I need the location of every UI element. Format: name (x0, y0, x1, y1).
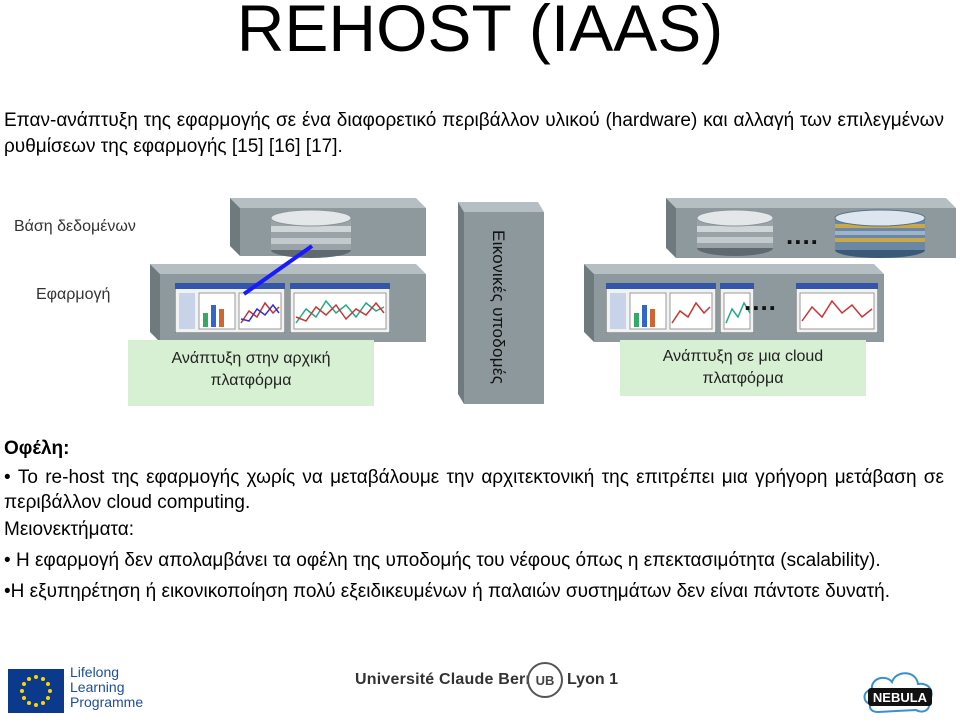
rehost-diagram: Βάση δεδομένων Εφαρμογή (0, 190, 960, 420)
app-window-icon (720, 283, 754, 333)
box-cloud-platform: Ανάπτυξη σε μια cloud πλατφόρμα (620, 340, 866, 396)
box-original-platform-text: Ανάπτυξη στην αρχική πλατφόρμα (171, 350, 331, 389)
database-icon (696, 209, 774, 256)
label-database: Βάση δεδομένων (14, 218, 136, 235)
university-logo-text: UB (536, 673, 555, 688)
app-window-icon (175, 283, 285, 333)
nebula-cloud-icon: NEBULA (863, 672, 933, 714)
page-title: REHOST (IAAS) (236, 0, 724, 65)
benefit-item: • To re-host της εφαρμογής χωρίς να μετα… (4, 467, 944, 513)
university-name: Université Claude Bernard (355, 671, 561, 688)
ellipsis-bottom: .... (744, 286, 777, 316)
university-logo: UB (527, 662, 563, 698)
app-db-link (242, 244, 314, 296)
drawback-item: •Η εξυπηρέτηση ή εικονικοποίηση πολύ εξε… (4, 581, 890, 602)
lyon-label: Lyon 1 (567, 671, 618, 688)
ellipsis-top: .... (786, 220, 819, 250)
label-application: Εφαρμογή (36, 286, 111, 303)
virtual-infra-bar (458, 202, 544, 404)
drawbacks-heading: Μειονεκτήματα: (4, 519, 135, 540)
app-window-icon (796, 283, 878, 333)
drawback-item: • Η εφαρμογή δεν απολαμβάνει τα οφέλη τη… (4, 550, 881, 571)
intro-text: Επαν-ανάπτυξη της εφαρμογής σε ένα διαφο… (4, 110, 944, 157)
app-window-icon (290, 283, 390, 333)
lll-text: Lifelong Learning Programme (70, 664, 144, 710)
nebula-logo-text: NEBULA (873, 690, 928, 705)
app-window-icon (606, 283, 716, 333)
virtual-infra-label: Εικονικές υποδομές (489, 230, 508, 385)
benefits-heading: Οφέλη: (4, 438, 70, 459)
box-original-platform: Ανάπτυξη στην αρχική πλατφόρμα (128, 340, 374, 406)
eu-flag-icon (8, 669, 64, 713)
box-cloud-platform-text: Ανάπτυξη σε μια cloud πλατφόρμα (662, 348, 824, 387)
database-icon (834, 209, 926, 258)
benefits-section: Οφέλη: • To re-host της εφαρμογής χωρίς … (4, 436, 944, 604)
